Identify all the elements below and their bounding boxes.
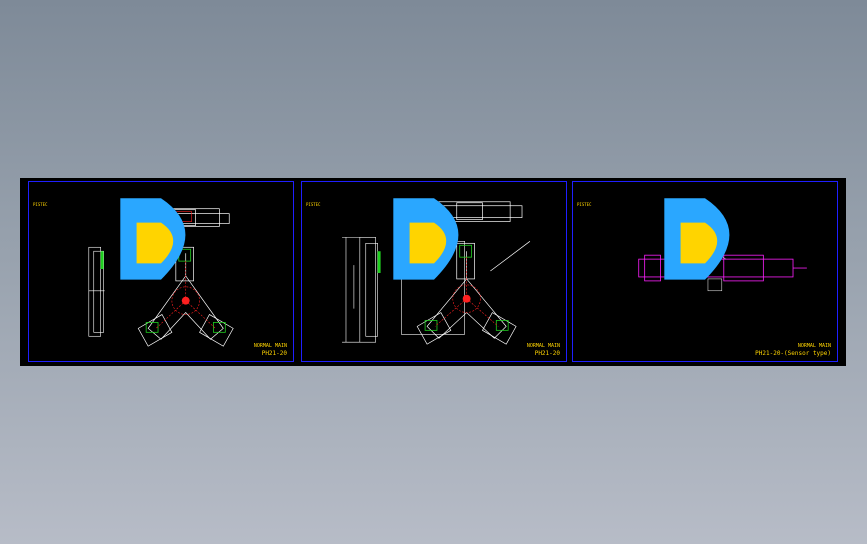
title-block-line2: PH21-20 (261, 350, 287, 357)
drawing-sheet-2: PISTEC NORMAL MAIN PH21-20 (301, 181, 567, 362)
company-logo-icon (664, 198, 730, 280)
title-block-line1: NORMAL MAIN (526, 343, 560, 349)
title-block-line1: NORMAL MAIN (797, 343, 831, 349)
logo-text: PISTEC (33, 202, 48, 207)
drawing-sheet-3: PISTEC NORMAL MAIN PH21-20-(Sensor type) (572, 181, 838, 362)
company-logo-icon (393, 198, 459, 280)
logo-text: PISTEC (577, 202, 592, 207)
sheet-2-drawing (342, 201, 531, 345)
logo-text: PISTEC (306, 202, 321, 207)
cad-drawing-strip: PISTEC NORMAL MAIN PH21-20 (20, 178, 846, 366)
title-block: NORMAL MAIN PH21-20 (527, 343, 560, 357)
title-block-line2: PH21-20 (534, 350, 560, 357)
title-block-line1: NORMAL MAIN (253, 343, 287, 349)
title-block: NORMAL MAIN PH21-20 (254, 343, 287, 357)
title-block-line2: PH21-20-(Sensor type) (755, 350, 831, 357)
drawing-sheet-1: PISTEC NORMAL MAIN PH21-20 (28, 181, 294, 362)
title-block: NORMAL MAIN PH21-20-(Sensor type) (755, 343, 831, 357)
company-logo-icon (120, 198, 186, 280)
